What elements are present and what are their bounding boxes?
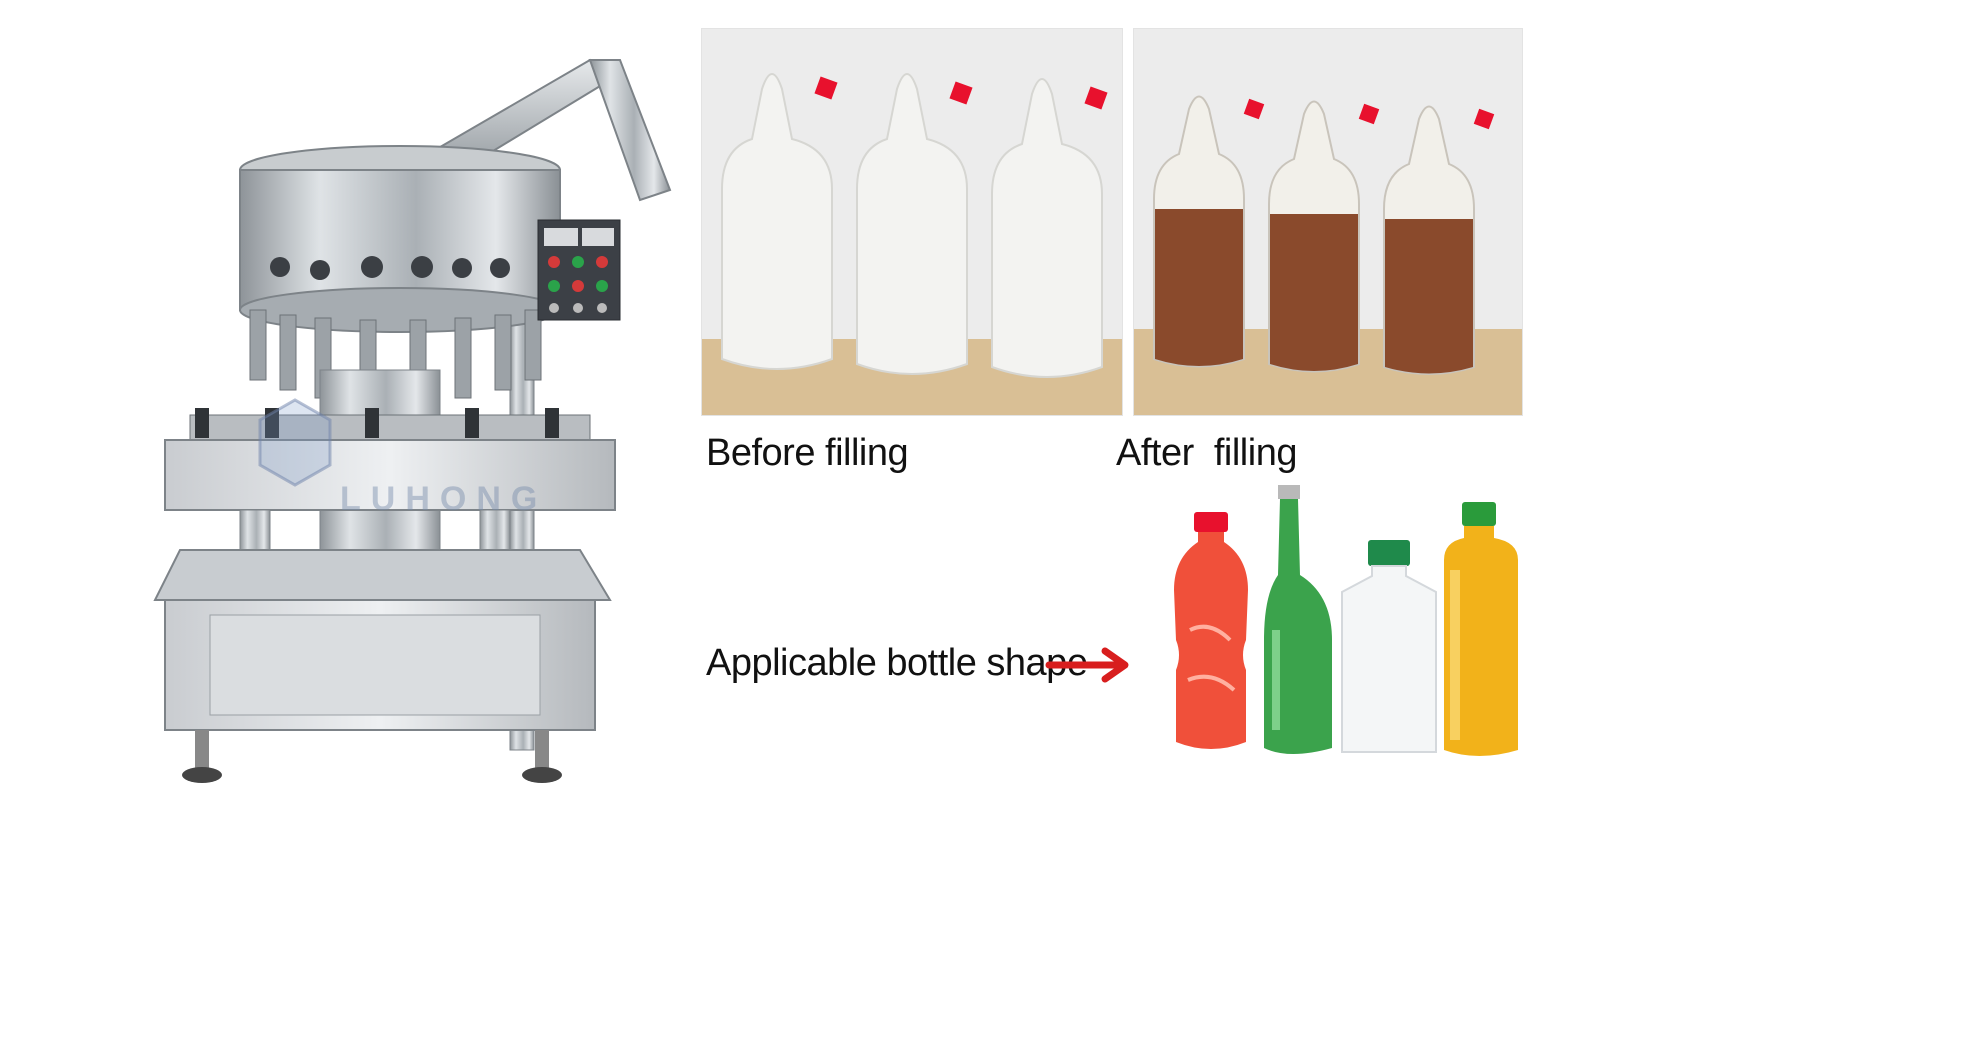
yellow-bottle bbox=[1444, 502, 1518, 756]
filling-machine-drawing bbox=[153, 58, 672, 783]
white-square-bottle bbox=[1341, 540, 1437, 753]
green-glass-bottle bbox=[1264, 485, 1332, 754]
empty-bottles-image bbox=[702, 29, 1122, 415]
after-filling-photo bbox=[1133, 28, 1523, 416]
before-filling-photo bbox=[701, 28, 1123, 416]
filled-bottles-image bbox=[1134, 29, 1522, 415]
caption-before-filling: Before filling bbox=[706, 432, 909, 474]
filling-machine-illustration: LUHONG bbox=[150, 40, 750, 1000]
red-pet-bottle bbox=[1174, 512, 1248, 749]
bottle-shapes-illustration bbox=[1160, 480, 1530, 770]
watermark-brand: LUHONG bbox=[340, 480, 548, 518]
caption-after-filling: After filling bbox=[1116, 432, 1297, 474]
caption-applicable-bottle-shape: Applicable bottle shape bbox=[706, 642, 1088, 684]
arrow-right-icon bbox=[1045, 645, 1135, 685]
